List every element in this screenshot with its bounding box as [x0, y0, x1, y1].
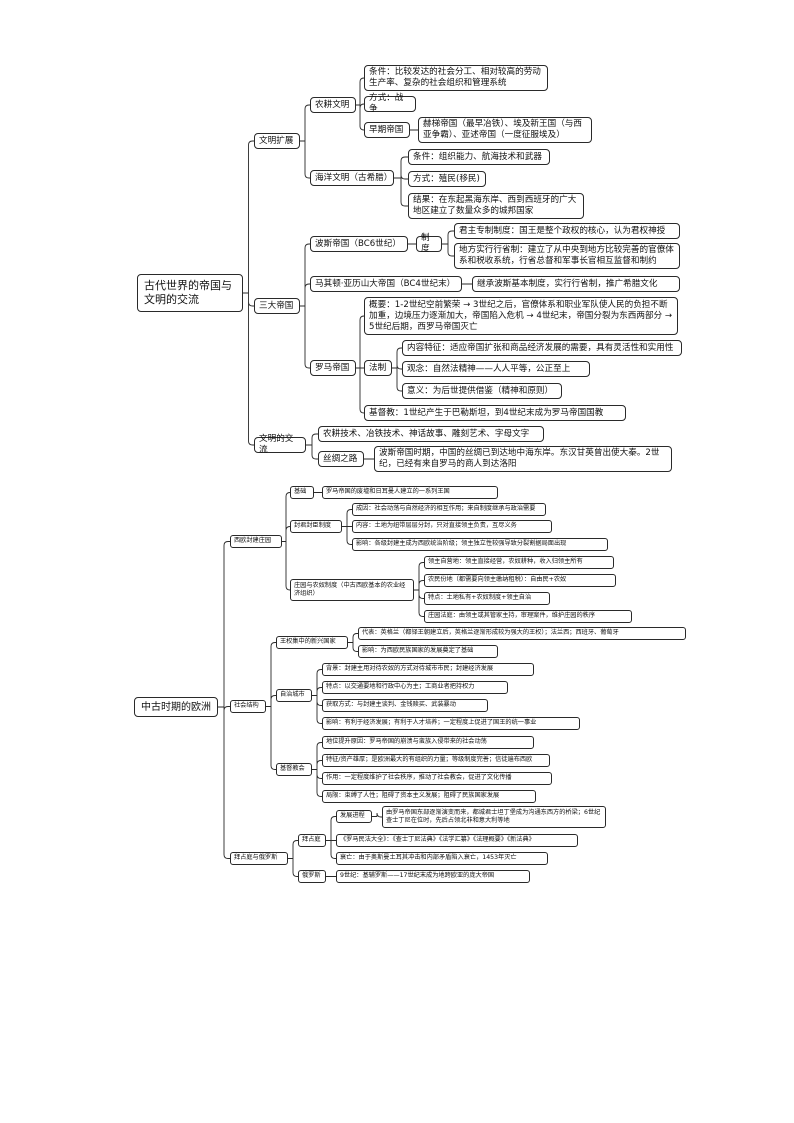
leaf-jiaohui-tezheng: 特征/资产雄厚；是欧洲最大的有组织的力量；等级制度完善；信徒遍布西欧 [322, 754, 550, 767]
leaf-jichu-content: 罗马帝国的废墟和日耳曼人建立的一系列王国 [322, 486, 498, 499]
node-makedun-diguo: 马其顿·亚历山大帝国（BC4世纪末） [310, 276, 462, 292]
leaf-jiaohui-juxian: 局限：束缚了人性；阻碍了资本主义发展；阻碍了民族国家发展 [322, 790, 536, 803]
leaf-haiyang-jieguo: 结果：在东起黑海东岸、西到西班牙的广大地区建立了数量众多的城邦国家 [408, 193, 584, 219]
connector-node-haiyang-wenming [394, 156, 408, 207]
node-sichou-zhilu: 丝绸之路 [318, 451, 364, 467]
node-eluosi: 俄罗斯 [298, 870, 326, 883]
leaf-fazhi-guannian: 观念：自然法精神——人人平等，公正至上 [402, 361, 590, 377]
node-baizhanting: 拜占庭 [298, 834, 326, 847]
branch-wenming-kuozhan: 文明扩展 [254, 133, 300, 149]
connector-branch-san-da-diguo [300, 243, 310, 369]
node-haiyang-wenming: 海洋文明（古希腊） [310, 170, 394, 186]
connector-node-jidu-jiaohui [312, 742, 322, 797]
connector-node-bosi-zhidu [442, 230, 454, 257]
connector-node-luoma-fazhi [392, 347, 402, 392]
branch-shehui-jiegou: 社会结构 [230, 700, 266, 713]
leaf-luoma-jidujiao: 基督教：1世纪产生于巴勒斯坦，到4世纪末成为罗马帝国国教 [364, 405, 626, 421]
node-fazhan-jincheng: 发展进程 [336, 810, 372, 823]
node-luoma-diguo: 罗马帝国 [310, 360, 356, 376]
leaf-haiyang-tiaojian: 条件：组织能力、航海技术和武器 [408, 149, 550, 165]
leaf-zizhi-beijing: 背景：封建主用对待农奴的方式对待城市市民；封建经济发展 [322, 663, 534, 676]
connector-node-fazhan-jincheng [372, 812, 382, 818]
node-fengjun-fengchen: 封君封臣制度 [290, 520, 342, 533]
leaf-wangquan-yingxiang: 影响：为西欧民族国家的发展奠定了基础 [358, 645, 498, 658]
connector-node-baizhanting [326, 816, 336, 859]
leaf-baizhanting-shuaiwang: 衰亡：由于奥斯曼土耳其冲击和内部矛盾陷入衰亡，1453年灭亡 [336, 852, 548, 865]
leaf-fazhi-yiyi: 意义：为后世提供借鉴（精神和原则） [402, 383, 562, 399]
connector-branch-wenming-jiaoliu [306, 433, 318, 460]
connector-branch-xiou-zhuangyuan [282, 492, 291, 591]
connector-node-fengjun-fengchen [342, 509, 352, 545]
leaf-nonggeng-tiaojian: 条件：比较发达的社会分工、相对较高的劳动生产率、复杂的社会组织和管理系统 [364, 65, 548, 91]
leaf-bosi-difang: 地方实行行省制：建立了从中央到地方比较完善的官僚体系和税收系统，行省总督和军事长… [454, 243, 680, 269]
leaf-zhuangyuan-tedian: 特点：土地私有+农奴制度+领主自治 [424, 592, 550, 605]
node-luoma-fazhi: 法制 [364, 360, 392, 376]
connector-root-node-medieval-europe [218, 541, 230, 859]
leaf-luoma-gaiyao: 概要：1-2世纪空前繁荣 → 3世纪之后，官僚体系和职业军队使人民的负担不断加重… [364, 297, 678, 335]
leaf-fengjun-yingxiang: 影响：各级封建主成为西欧统治阶级；领主独立性较强导致分裂割据局面出现 [352, 538, 608, 551]
node-nonggeng-wenming: 农耕文明 [310, 97, 356, 113]
connector-node-zhuangyuan-nongnu [414, 562, 424, 617]
node-jidu-jiaohui: 基督教会 [276, 763, 312, 776]
leaf-jiaohui-zuoyong: 作用：一定程度维护了社会秩序，推动了社会教会，促进了文化传播 [322, 772, 552, 785]
connector-node-nonggeng-wenming [356, 77, 365, 131]
leaf-fengjun-neirong: 内容：土地为纽带层层分封，只对直接领主负责，互尽义务 [352, 520, 552, 533]
node-bosi-zhidu: 制度 [416, 233, 442, 254]
node-zizhi-chengshi: 自治城市 [276, 689, 312, 702]
leaf-jiaohui-diwei: 地位提升原因：罗马帝国的崩溃与蛮族入侵带来的社会动荡 [322, 736, 534, 749]
leaf-zhuangyuan-ziyong: 领主自营地：领主直接经营，农奴耕种，收入归领主所有 [424, 556, 614, 569]
leaf-haiyang-fangshi: 方式：殖民(移民) [408, 171, 486, 187]
leaf-makedun-content: 继承波斯基本制度，实行行省制，推广希腊文化 [472, 276, 680, 292]
node-wangquan-guojia: 王权集中的新兴国家 [276, 636, 348, 649]
leaf-zhuangyuan-fuyong: 农民份地（都需要向领主缴纳租税）：自由民+农奴 [424, 574, 616, 587]
connector-root-node-ancient-empires [243, 140, 254, 446]
node-bosi-diguo: 波斯帝国（BC6世纪） [310, 236, 408, 252]
node-zaoqi-diguo: 早期帝国 [364, 122, 410, 138]
leaf-bosi-junzhu: 君主专制制度：国王是整个政权的核心，认为君权神授 [454, 223, 680, 239]
connector-node-zizhi-chengshi [312, 669, 322, 724]
root-node-ancient-empires: 古代世界的帝国与文明的交流 [137, 274, 243, 312]
branch-baizhanting-eluosi: 拜占庭与俄罗斯 [230, 852, 288, 865]
branch-san-da-diguo: 三大帝国 [254, 298, 300, 314]
node-jichu: 基础 [290, 486, 314, 499]
leaf-luoma-minfa: 《罗马民法大全》：《查士丁尼法典》《法学汇纂》《法理概要》《新法典》 [336, 834, 578, 847]
leaf-zizhi-yingxiang: 影响：有利于经济发展；有利于人才培养；一定程度上促进了国王的统一事业 [322, 717, 580, 730]
leaf-fengjun-chengyin: 成因：社会动荡与自然经济的相互作用；来自制度继承与政治需要 [352, 503, 546, 516]
node-zhuangyuan-nongnu: 庄园与农奴制度（中古西欧基本的农业经济组织） [290, 579, 414, 601]
branch-xiou-zhuangyuan: 西欧封建庄园 [230, 535, 282, 548]
connector-node-wangquan-guojia [348, 633, 358, 652]
leaf-wangquan-daibiao: 代表：英格兰（都铎王朝建立后，英格兰逐渐形成较为强大的王权）；法兰西；西班牙、葡… [358, 627, 686, 640]
leaf-zizhi-huoqu: 获取方式：与封建主谈判、金钱赎买、武装暴动 [322, 699, 488, 712]
leaf-jiaoliu-jishu: 农耕技术、冶铁技术、神话故事、雕刻艺术、字母文字 [318, 426, 544, 442]
leaf-fazhan-content: 由罗马帝国东部逐渐演变而来，都城君士坦丁堡成为沟通东西方的桥梁；6世纪查士丁尼在… [382, 806, 606, 828]
root-node-medieval-europe: 中古时期的欧洲 [134, 697, 218, 717]
leaf-zaoqi-diguo-content: 赫梯帝国（最早冶铁）、埃及新王国（与西亚争霸）、亚述帝国（一度征服埃及） [418, 117, 592, 143]
leaf-nonggeng-fangshi: 方式：战争 [364, 93, 416, 114]
leaf-zhuangyuan-fating: 庄园法庭：由领主或其管家主持，审理案件，维护庄园的秩序 [424, 610, 632, 623]
leaf-sichou-content: 波斯帝国时期，中国的丝绸已到达地中海东岸。东汉甘英曾出使大秦。2世纪，已经有来自… [374, 446, 672, 472]
leaf-fazhi-neirong: 内容特征：适应帝国扩张和商品经济发展的需要，具有灵活性和实用性 [402, 340, 682, 356]
connector-branch-wenming-kuozhan [300, 104, 310, 179]
connector-node-luoma-diguo [356, 315, 365, 414]
leaf-zizhi-tedian: 特点：以交通要地和行政中心为主；工商业者把持权力 [322, 681, 508, 694]
connector-branch-baizhanting-eluosi [288, 840, 298, 877]
leaf-eluosi-content: 9世纪：基辅罗斯——17世纪末成为地跨欧亚的庞大帝国 [336, 870, 530, 883]
connector-branch-shehui-jiegou [266, 642, 276, 770]
branch-wenming-jiaoliu: 文明的交流 [254, 434, 306, 455]
